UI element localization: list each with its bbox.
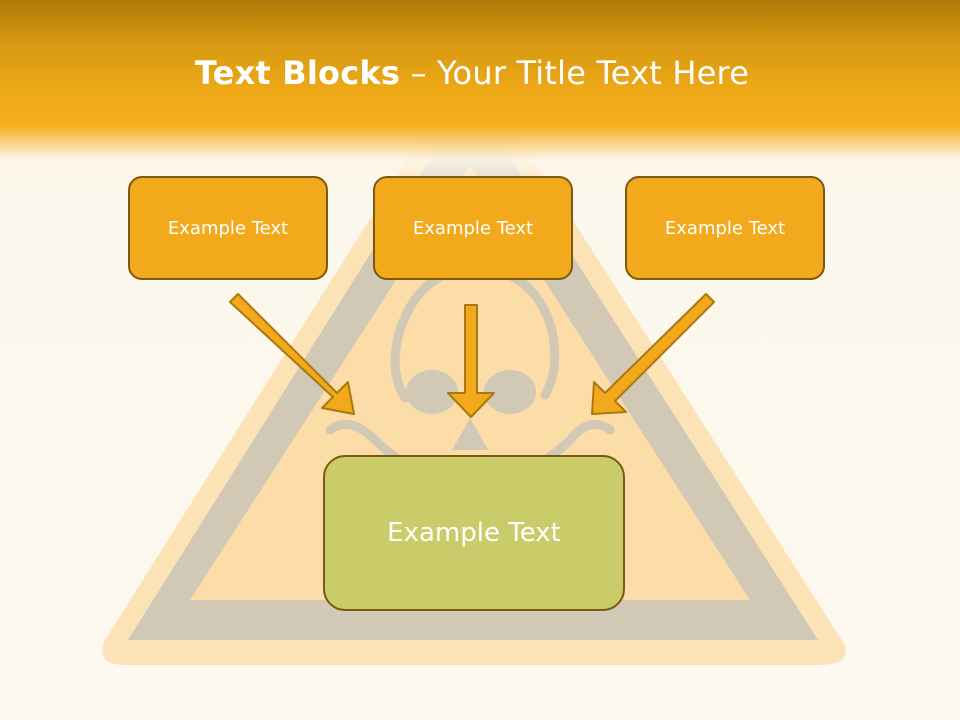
text-block-3[interactable]: Example Text (625, 176, 825, 280)
arrow-left (229, 293, 355, 415)
title-separator: – (400, 54, 438, 92)
text-block-main[interactable]: Example Text (323, 455, 625, 611)
arrow-right (591, 293, 715, 415)
slide-title: Text Blocks – Your Title Text Here (0, 54, 944, 92)
text-block-1[interactable]: Example Text (128, 176, 328, 280)
header-band (0, 0, 960, 200)
title-rest: Your Title Text Here (437, 54, 750, 92)
title-bold: Text Blocks (194, 54, 401, 92)
arrow-middle (447, 304, 495, 418)
text-block-2[interactable]: Example Text (373, 176, 573, 280)
